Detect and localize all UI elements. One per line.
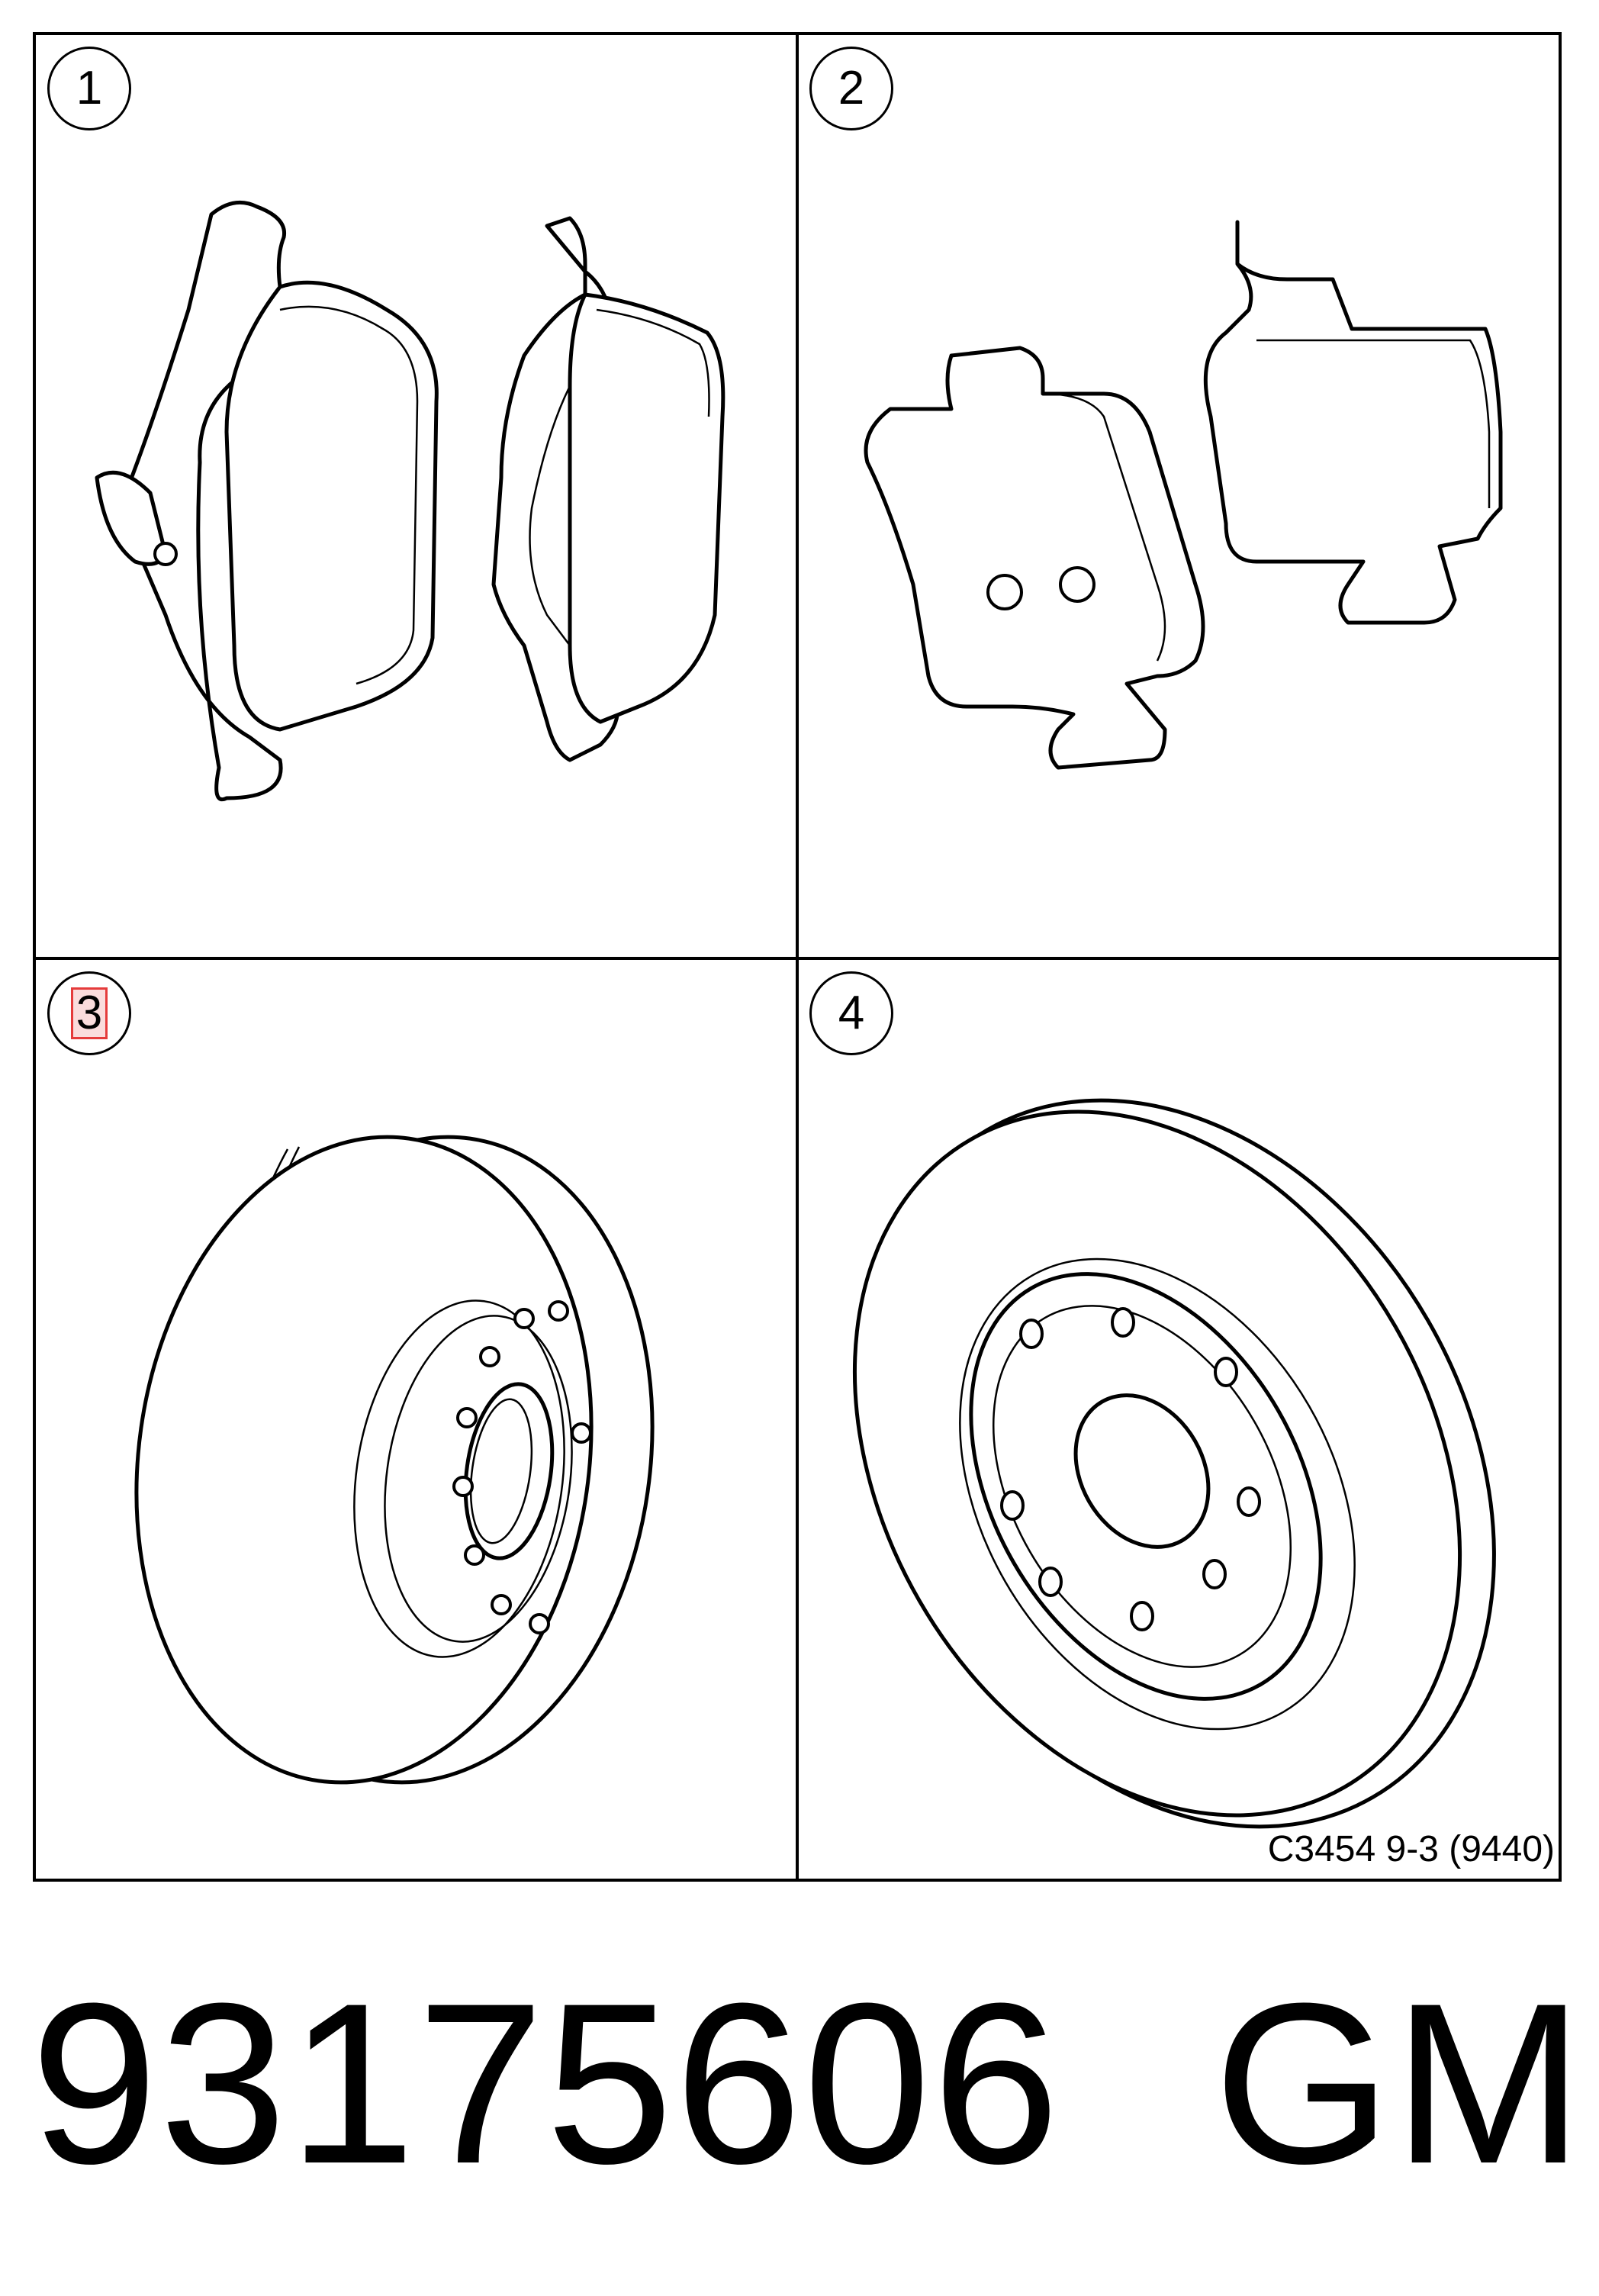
panel-divider-horizontal	[33, 957, 1562, 960]
panel-3: 3	[36, 960, 796, 1879]
callout-2: 2	[809, 47, 893, 130]
rear-brake-pads-illustration	[864, 220, 1503, 770]
panel-1: 1	[36, 35, 796, 957]
brand-name: GM	[1213, 1955, 1586, 2211]
callout-1: 1	[47, 47, 131, 130]
front-brake-pads-illustration	[95, 200, 726, 802]
rear-brake-disc-illustration	[852, 1098, 1496, 1829]
panel-4: 4	[799, 960, 1562, 1879]
drawing-reference: C3454 9-3 (9440)	[1267, 1829, 1555, 1869]
part-number: 93175606	[31, 1955, 1061, 2211]
callout-3: 3	[47, 971, 131, 1055]
panel-2: 2	[799, 35, 1562, 957]
callout-4: 4	[809, 971, 893, 1055]
front-brake-disc-illustration	[134, 1135, 655, 1785]
